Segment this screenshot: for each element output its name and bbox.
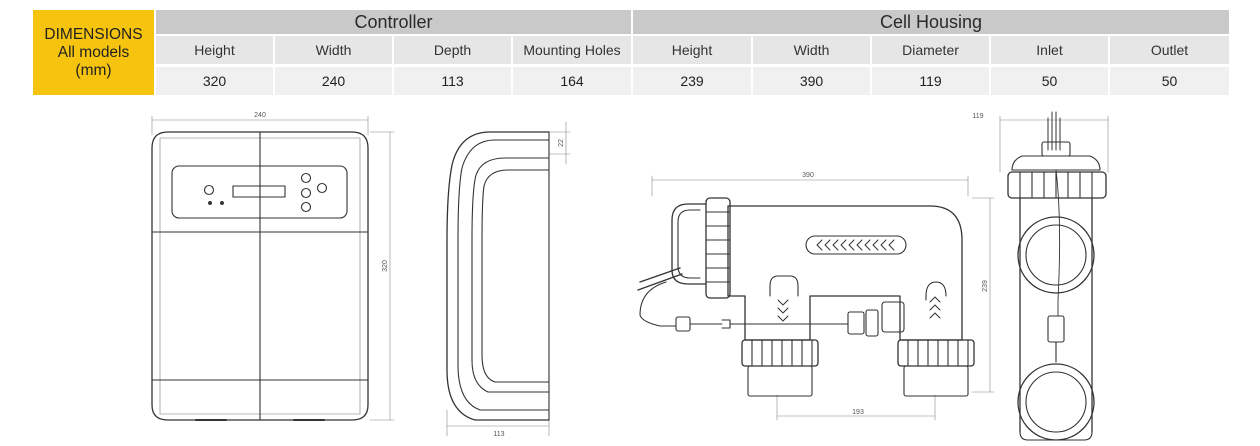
controller-side-top-dim: 22 bbox=[558, 139, 565, 147]
cell-width-header: Width bbox=[753, 36, 870, 64]
controller-front-height-dim: 320 bbox=[382, 260, 389, 272]
cell-housing-group-header: Cell Housing bbox=[633, 10, 1229, 34]
cell-height-header: Height bbox=[633, 36, 751, 64]
cell-height-value: 239 bbox=[633, 67, 751, 95]
dimensions-label-line-2: All models bbox=[57, 43, 130, 61]
controller-mounting-holes-value: 164 bbox=[513, 67, 631, 95]
controller-depth-header: Depth bbox=[394, 36, 511, 64]
cell-end-diameter-dim: 119 bbox=[972, 113, 983, 120]
cell-housing-side-drawing bbox=[637, 175, 995, 421]
cell-width-value: 390 bbox=[753, 67, 870, 95]
controller-side-depth-dim: 113 bbox=[493, 431, 504, 438]
cell-side-height-dim: 239 bbox=[982, 280, 989, 292]
cell-inlet-header: Inlet bbox=[991, 36, 1108, 64]
cell-inlet-value: 50 bbox=[991, 67, 1108, 95]
controller-side-drawing bbox=[446, 121, 571, 437]
cell-side-spacing-dim: 193 bbox=[852, 409, 864, 416]
controller-height-value: 320 bbox=[156, 67, 273, 95]
controller-group-header: Controller bbox=[156, 10, 631, 34]
cell-diameter-value: 119 bbox=[872, 67, 989, 95]
cell-outlet-header: Outlet bbox=[1110, 36, 1229, 64]
controller-mounting-holes-header: Mounting Holes bbox=[513, 36, 631, 64]
cell-side-width-dim: 390 bbox=[802, 172, 814, 179]
controller-width-header: Width bbox=[275, 36, 392, 64]
cell-outlet-value: 50 bbox=[1110, 67, 1229, 95]
controller-front-drawing bbox=[151, 115, 395, 421]
dimensions-label-line-3: (mm) bbox=[75, 61, 112, 79]
cell-diameter-header: Diameter bbox=[872, 36, 989, 64]
dimensions-label-line-1: DIMENSIONS bbox=[44, 25, 143, 43]
controller-front-width-dim: 240 bbox=[254, 112, 266, 119]
controller-depth-value: 113 bbox=[394, 67, 511, 95]
controller-height-header: Height bbox=[156, 36, 273, 64]
cell-housing-end-drawing bbox=[999, 111, 1109, 441]
controller-width-value: 240 bbox=[275, 67, 392, 95]
dimensions-label-cell: DIMENSIONS All models (mm) bbox=[33, 10, 154, 95]
